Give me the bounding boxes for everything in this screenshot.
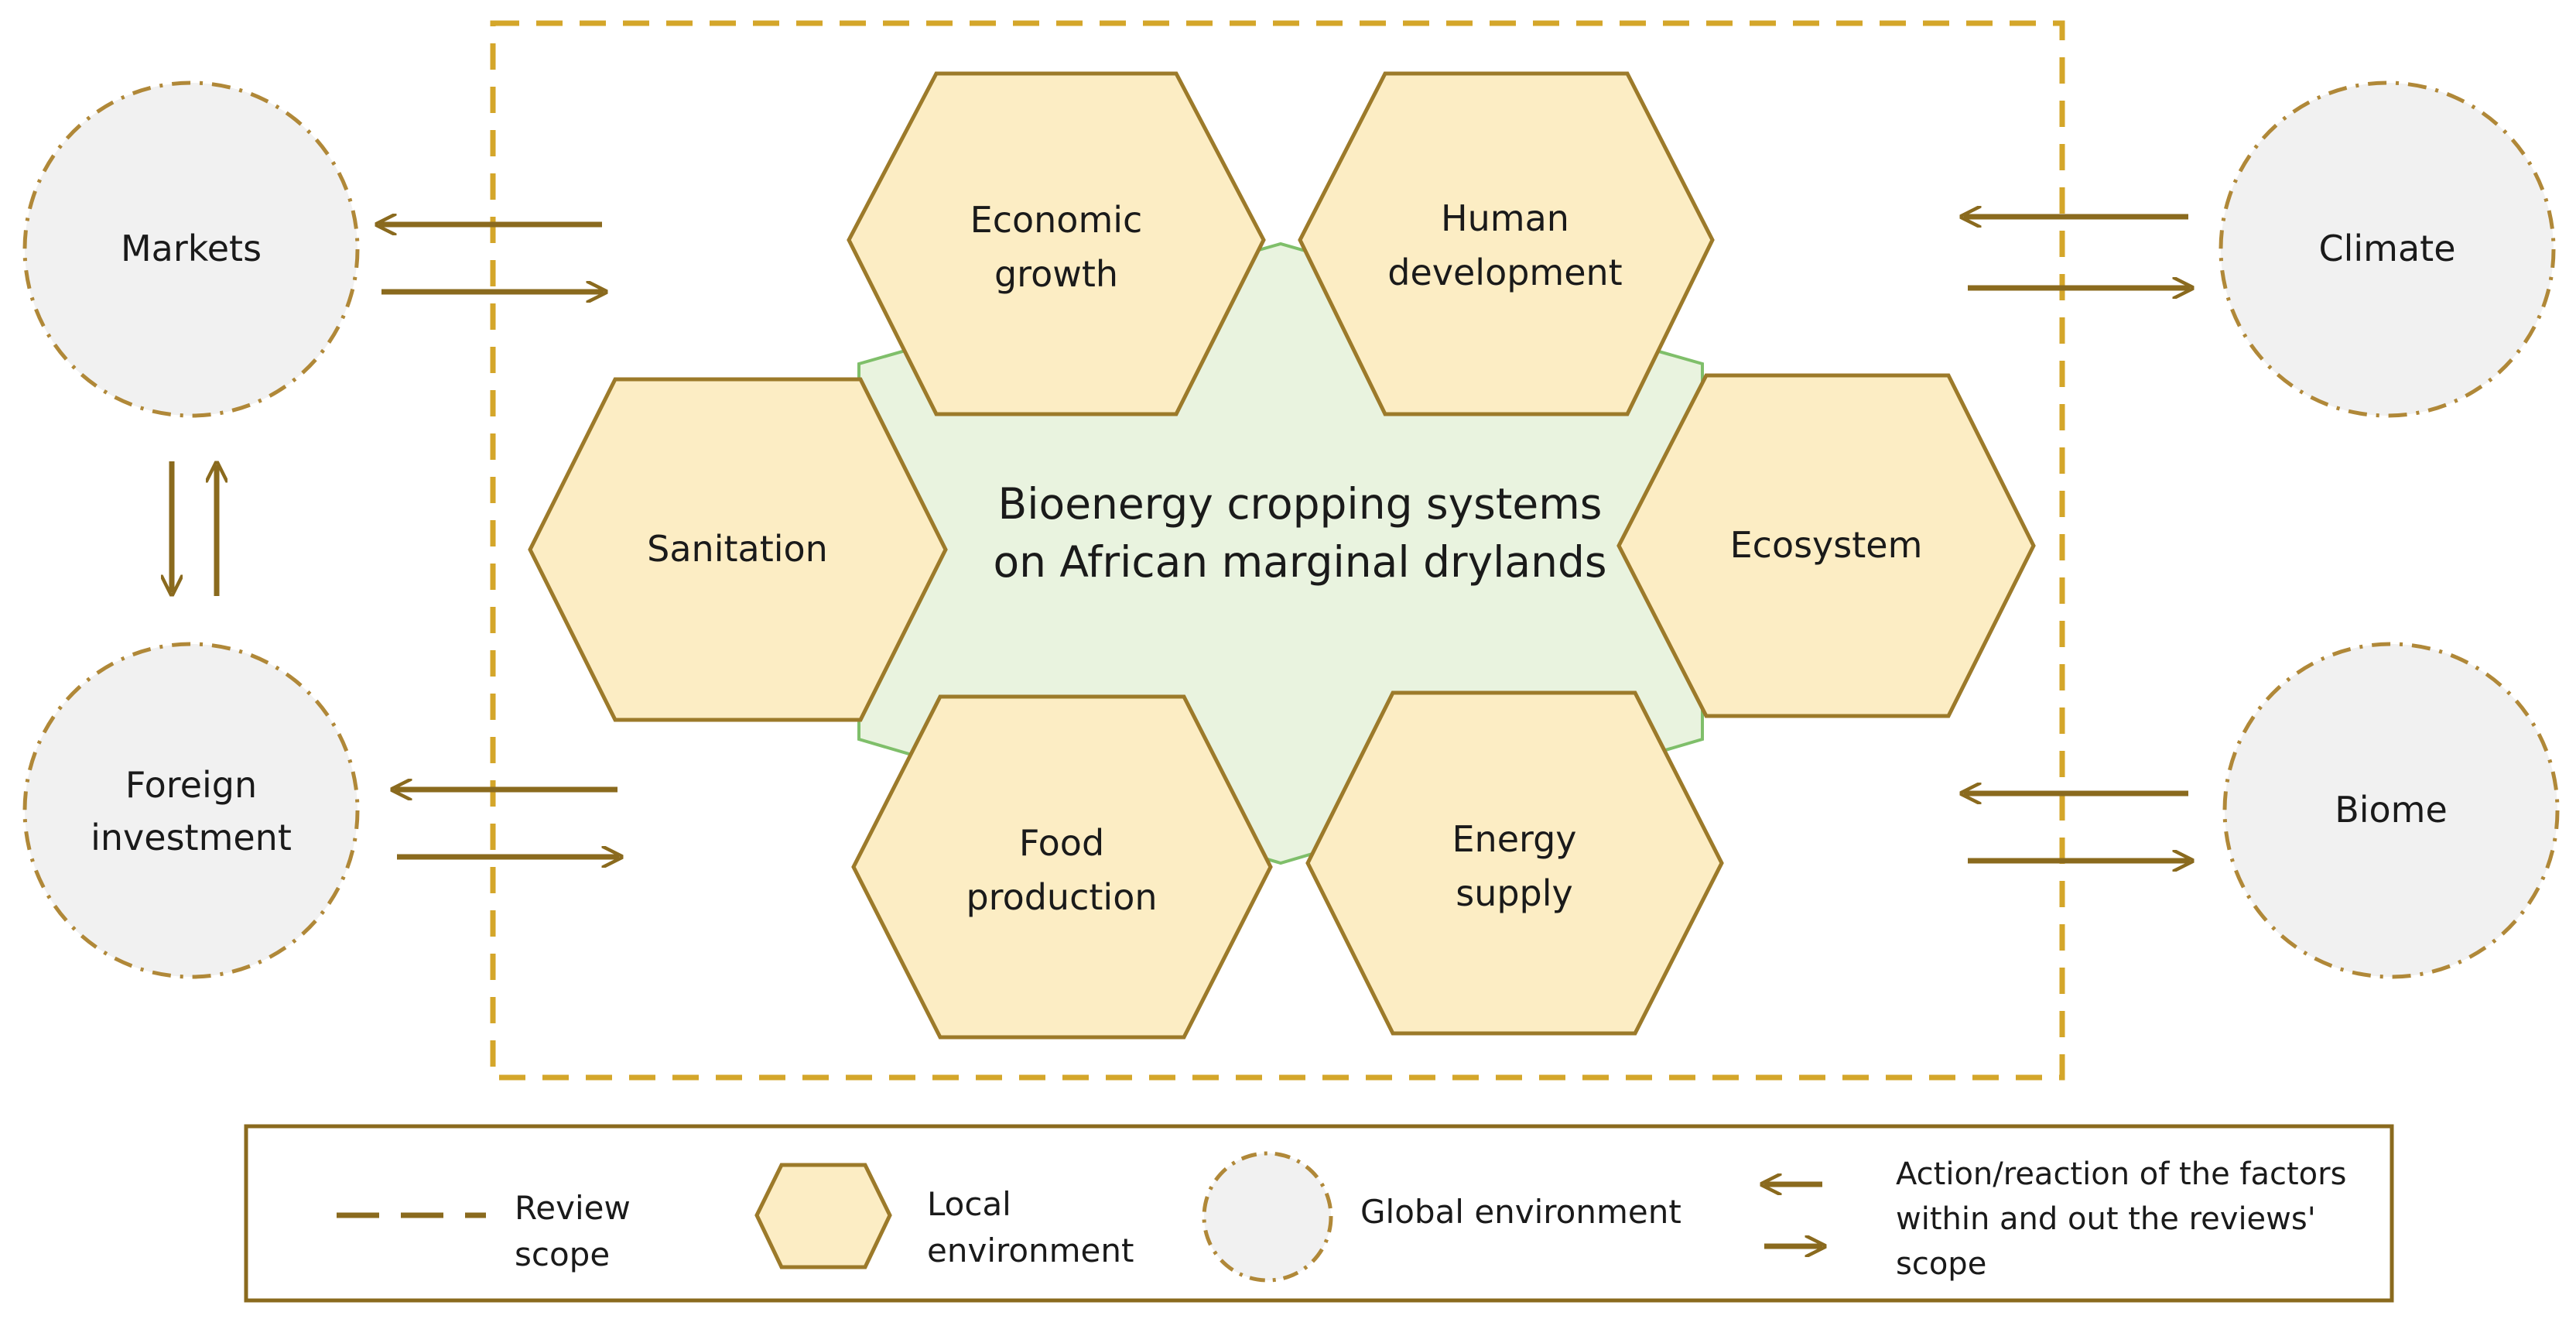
legend: Review scope Local environment Global en… — [244, 1124, 2394, 1303]
circle-biome: Biome — [2222, 642, 2560, 979]
arrows-group — [172, 217, 2190, 861]
legend-action-reaction-line-2: within and out the reviews' — [1896, 1201, 2316, 1237]
legend-review-scope-line-2: scope — [515, 1235, 610, 1273]
circle-climate-label: Climate — [2318, 228, 2455, 269]
hex-food-production-line-1: Food — [1019, 822, 1104, 864]
hex-energy-supply-line-1: Energy — [1452, 818, 1576, 860]
legend-global-environment-label: Global environment — [1360, 1193, 1681, 1231]
circle-markets-label: Markets — [121, 228, 262, 269]
legend-action-reaction-line-1: Action/reaction of the factors — [1896, 1156, 2346, 1192]
hex-food-production: Food production — [851, 694, 1273, 1040]
legend-global-environment-swatch — [1202, 1151, 1333, 1283]
center-label-line-1: Bioenergy cropping systems — [998, 479, 1603, 529]
hex-human-development-line-2: development — [1387, 252, 1622, 293]
legend-review-scope-line-1: Review — [515, 1189, 631, 1227]
legend-action-reaction-line-3: scope — [1896, 1246, 1986, 1282]
circle-biome-label: Biome — [2335, 789, 2448, 831]
hex-ecosystem: Ecosystem — [1616, 373, 2036, 718]
circle-foreign-investment-line-2: investment — [91, 817, 292, 858]
legend-local-environment-line-1: Local — [927, 1185, 1011, 1223]
circle-markets: Markets — [22, 81, 360, 418]
circle-climate: Climate — [2219, 81, 2556, 418]
center-label-line-2: on African marginal drylands — [993, 537, 1606, 587]
hex-sanitation: Sanitation — [528, 377, 948, 722]
hex-human-development-line-1: Human — [1441, 197, 1569, 239]
legend-local-environment-swatch — [754, 1163, 892, 1269]
hex-energy-supply-line-2: supply — [1456, 872, 1573, 914]
circle-foreign-investment: Foreign investment — [22, 642, 360, 979]
hex-economic-growth-line-1: Economic — [970, 199, 1143, 241]
hex-human-development: Human development — [1298, 71, 1715, 416]
hex-food-production-line-2: production — [966, 876, 1157, 918]
hex-energy-supply: Energy supply — [1305, 690, 1724, 1036]
review-scope-box — [490, 20, 2065, 1081]
hex-sanitation-line-1: Sanitation — [647, 528, 828, 570]
hex-ecosystem-line-1: Ecosystem — [1730, 524, 1923, 566]
hex-economic-growth-line-2: growth — [994, 253, 1118, 295]
legend-local-environment-line-2: environment — [927, 1232, 1134, 1269]
circle-foreign-investment-line-1: Foreign — [125, 764, 257, 806]
hex-economic-growth: Economic growth — [847, 71, 1266, 416]
